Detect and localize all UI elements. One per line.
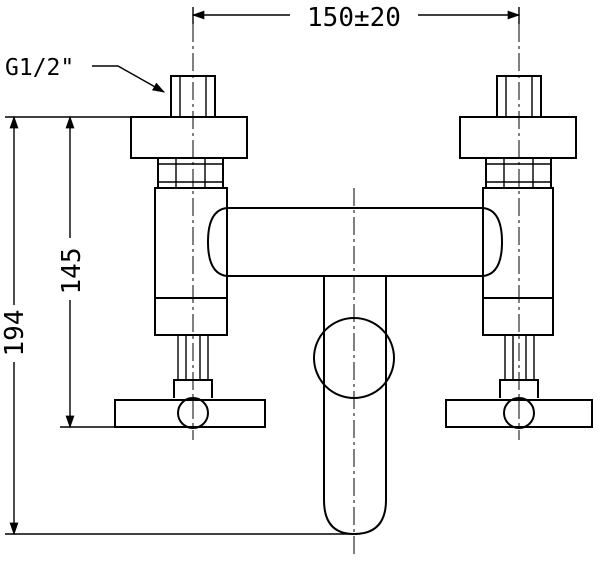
thread-callout: G1/2" [5, 55, 166, 93]
dimension-centers-label: 150±20 [307, 3, 401, 33]
dimension-centers: 150±20 [191, 3, 521, 33]
thread-label: G1/2" [5, 55, 74, 81]
dimension-connector-height-label: 145 [57, 248, 87, 295]
left-valve [114, 75, 266, 429]
mixer-body [206, 207, 504, 277]
dimension-overall-height-label: 194 [0, 310, 30, 357]
right-valve [445, 75, 593, 429]
dimension-connector-height: 145 [57, 115, 120, 429]
spout [313, 276, 395, 536]
